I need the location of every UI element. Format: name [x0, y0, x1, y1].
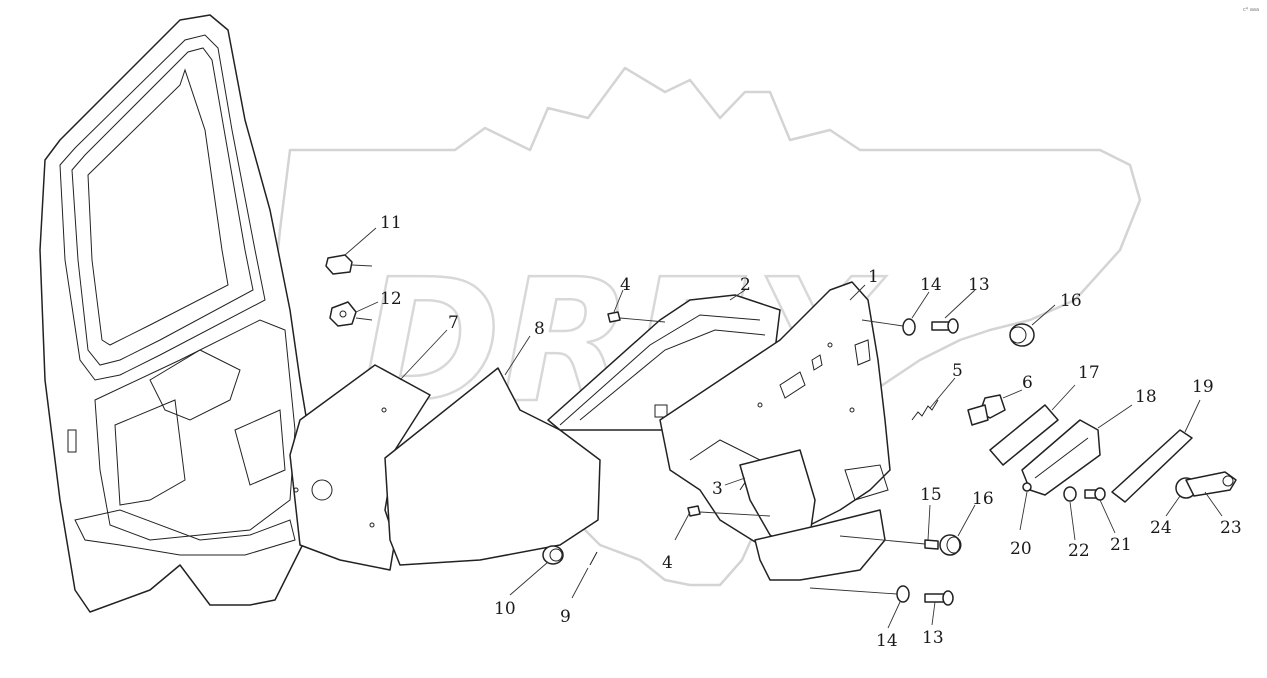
callout-2: 2	[740, 275, 751, 295]
callout-13-lower: 13	[922, 628, 944, 648]
door-hinge	[67, 429, 77, 453]
part-3-pocket	[739, 449, 889, 581]
callout-24: 24	[1150, 518, 1172, 538]
callout-9: 9	[560, 607, 571, 627]
part-6-handle	[967, 394, 1006, 426]
part-12-clip	[329, 301, 373, 327]
part-13-screw-lower	[924, 590, 954, 606]
part-5-spring	[911, 399, 939, 421]
callout-17: 17	[1078, 363, 1100, 383]
part-19-strip	[1111, 429, 1193, 503]
callout-6: 6	[1022, 373, 1033, 393]
callout-19: 19	[1192, 377, 1214, 397]
part-9-pin	[589, 551, 598, 566]
part-16-cap-lower	[939, 534, 962, 556]
callout-7: 7	[448, 313, 459, 333]
callout-14-upper: 14	[920, 275, 942, 295]
door-outer-frame	[39, 14, 311, 613]
part-4-screw-upper	[607, 311, 666, 323]
callout-14-lower: 14	[876, 631, 898, 651]
callout-23: 23	[1220, 518, 1242, 538]
part-22-washer	[1063, 486, 1077, 502]
callout-22: 22	[1068, 541, 1090, 561]
part-17-plate	[989, 404, 1059, 466]
part-13-screw-upper	[931, 318, 959, 334]
callout-12: 12	[380, 289, 402, 309]
part-20-nut	[1022, 482, 1032, 492]
part-7-hole	[311, 479, 333, 501]
part-14-washer-upper	[861, 318, 916, 336]
leader-lines	[344, 227, 1223, 629]
callout-11: 11	[380, 213, 402, 233]
callout-5: 5	[952, 361, 963, 381]
door-frame	[39, 14, 311, 613]
callout-21: 21	[1110, 535, 1132, 555]
part-21-bolt	[1084, 487, 1106, 501]
callout-4-lower: 4	[662, 553, 673, 573]
door-window-pane	[87, 68, 229, 346]
callout-8: 8	[534, 319, 545, 339]
door-lower-lip	[74, 509, 296, 556]
callout-4-upper: 4	[620, 275, 631, 295]
callout-16-lower: 16	[972, 489, 994, 509]
callout-20: 20	[1010, 539, 1032, 559]
window-regulator-link	[149, 349, 241, 421]
callout-10: 10	[494, 599, 516, 619]
part-14-washer-lower	[809, 585, 910, 603]
door-inner-cavity	[94, 319, 296, 541]
door-cavity-left	[114, 399, 186, 506]
part-8-panel	[384, 367, 601, 566]
callout-15: 15	[920, 485, 942, 505]
part-15-long-bolt	[839, 535, 939, 550]
callout-16-upper: 16	[1060, 291, 1082, 311]
part-23-crank-handle	[1185, 471, 1237, 497]
door-window-outer	[59, 34, 266, 381]
door-cavity-right	[234, 409, 286, 486]
callout-labels: 11 12 7 8 4 2 1 14 13 16 5 6 17 18 19 3 …	[380, 213, 1242, 651]
corner-tag: c* aaa	[1243, 7, 1259, 13]
door-window-inner	[71, 47, 254, 366]
callout-13-upper: 13	[968, 275, 990, 295]
callout-3: 3	[712, 479, 723, 499]
part-10-grommet	[542, 545, 564, 565]
callout-18: 18	[1135, 387, 1157, 407]
callout-1: 1	[868, 267, 879, 287]
part-16-cap-upper	[1009, 323, 1035, 347]
